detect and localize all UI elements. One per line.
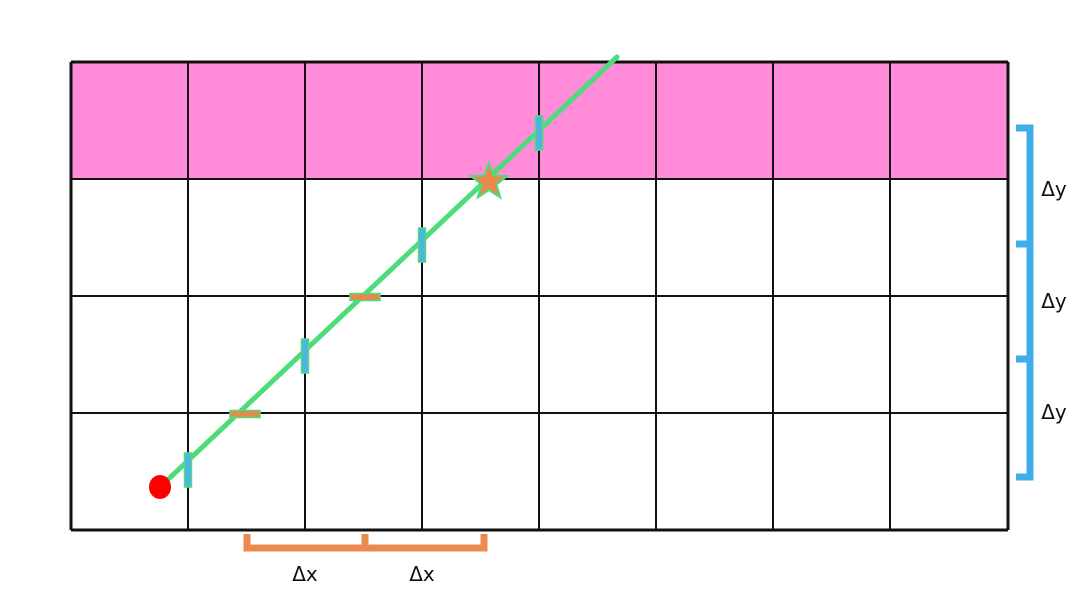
delta-x-label-2: Δx [409, 562, 435, 586]
delta-y-label-3: Δy [1041, 400, 1067, 424]
vertical-line-crossing-mark [183, 452, 193, 488]
delta-y-label-1: Δy [1041, 177, 1067, 201]
horizontal-line-crossing-mark [349, 292, 381, 302]
horizontal-line-crossing-mark [229, 409, 261, 419]
vertical-line-crossing-mark [300, 338, 310, 374]
vertical-line-crossing-mark [417, 227, 427, 263]
vertical-line-crossing-mark [534, 115, 544, 151]
grid [69, 60, 1010, 532]
delta-brackets: Δx Δx Δy Δy Δy [243, 124, 1067, 586]
delta-y-bracket [1016, 124, 1034, 481]
delta-x-bracket [243, 534, 488, 552]
target-cell-star [468, 160, 510, 200]
crossing-marks [183, 115, 544, 488]
delta-y-label-2: Δy [1041, 289, 1067, 313]
ray-origin-dot [149, 475, 171, 499]
endpoints [149, 160, 510, 499]
delta-x-label-1: Δx [292, 562, 318, 586]
